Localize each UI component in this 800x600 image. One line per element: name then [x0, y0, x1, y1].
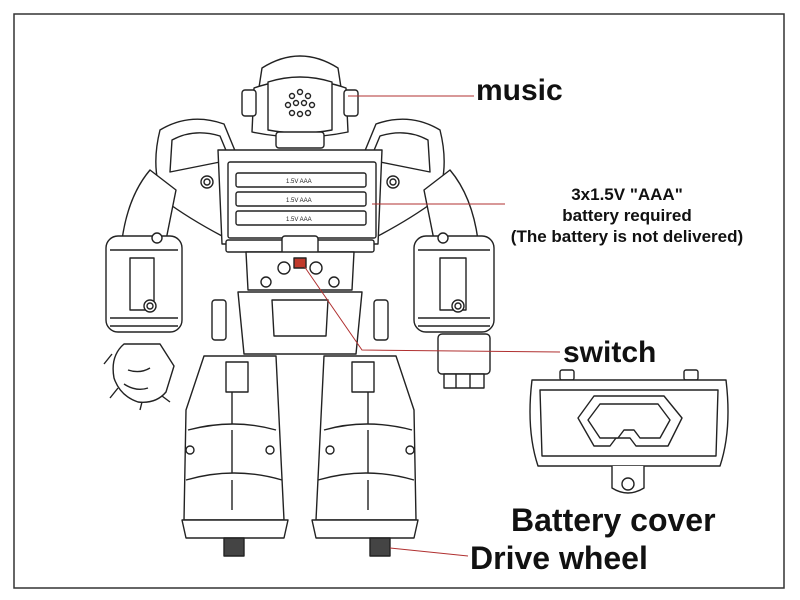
right-drive-wheel	[369, 537, 391, 557]
battery-label: 3x1.5V "AAA" battery required (The batte…	[507, 184, 747, 247]
battery-label-line1: 3x1.5V "AAA"	[571, 185, 683, 204]
music-label: music	[476, 74, 563, 107]
battery-cover-drawing	[529, 369, 729, 494]
right-arm	[413, 169, 495, 389]
left-leg	[181, 355, 289, 557]
left-arm	[105, 169, 183, 333]
battery-cover-label: Battery cover	[511, 502, 716, 538]
border	[13, 13, 785, 589]
battery-label-line3: (The battery is not delivered)	[510, 227, 744, 246]
right-leg	[311, 355, 419, 557]
battery-cell-label-1: 1.5V AAA	[286, 179, 312, 185]
drive-wheel-label: Drive wheel	[470, 540, 648, 576]
battery-cell-3	[235, 210, 367, 226]
torso	[217, 149, 383, 253]
battery-label-line2: battery required	[562, 206, 692, 225]
right-shoulder	[361, 118, 449, 237]
switch-label: switch	[563, 336, 657, 369]
left-hand	[103, 343, 175, 411]
speaker-holes	[284, 88, 316, 118]
battery-cell-1	[235, 172, 367, 188]
battery-cell-label-3: 1.5V AAA	[286, 217, 312, 223]
switch-leader	[303, 265, 561, 353]
battery-cell-label-2: 1.5V AAA	[286, 198, 312, 204]
switch-knob	[293, 257, 307, 269]
robot-head	[241, 55, 359, 149]
battery-cell-2	[235, 191, 367, 207]
hip	[211, 235, 389, 355]
left-drive-wheel	[223, 537, 245, 557]
drive-wheel-leader	[389, 547, 469, 557]
